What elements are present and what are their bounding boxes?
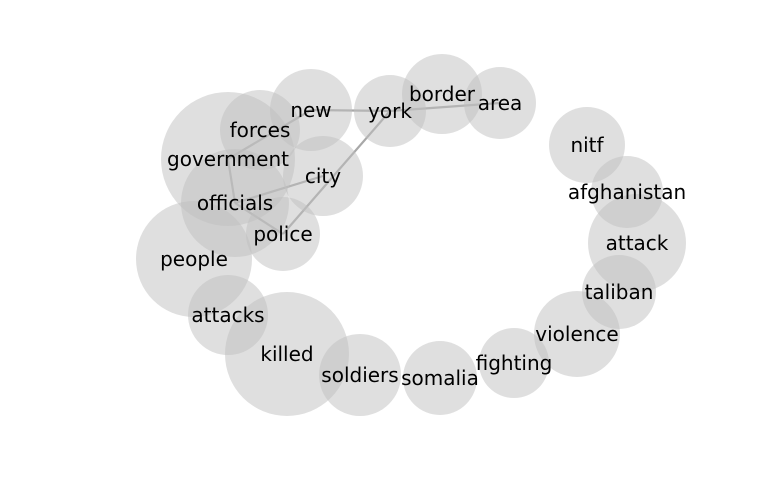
node-circle-attacks — [188, 275, 268, 355]
node-label-people: people — [160, 247, 228, 271]
node-label-york: york — [368, 99, 412, 123]
node-area — [464, 67, 536, 139]
node-new — [270, 69, 352, 151]
node-attacks — [188, 275, 268, 355]
node-violence — [534, 291, 620, 377]
labels-layer: government people killed attack officials for… — [160, 82, 686, 390]
node-label-police: police — [253, 222, 312, 246]
node-circle-soldiers — [319, 334, 401, 416]
node-label-border: border — [409, 82, 476, 106]
node-label-soldiers: soldiers — [321, 363, 398, 387]
node-circle-border — [402, 54, 482, 134]
node-label-nitf: nitf — [570, 133, 604, 157]
node-circle-new — [270, 69, 352, 151]
node-city — [283, 136, 363, 216]
node-circle-afghanistan — [591, 156, 663, 228]
node-circle-violence — [534, 291, 620, 377]
node-label-taliban: taliban — [585, 280, 654, 304]
node-circle-area — [464, 67, 536, 139]
node-fighting — [479, 328, 549, 398]
node-label-new: new — [290, 98, 331, 122]
node-label-killed: killed — [260, 342, 313, 366]
node-label-area: area — [478, 91, 523, 115]
node-circle-police — [246, 197, 320, 271]
node-soldiers — [319, 334, 401, 416]
node-label-government: government — [167, 147, 289, 171]
node-somalia — [403, 341, 477, 415]
node-label-officials: officials — [197, 191, 273, 215]
node-circle-city — [283, 136, 363, 216]
node-label-forces: forces — [230, 118, 291, 142]
node-label-attacks: attacks — [191, 303, 264, 327]
node-circle-somalia — [403, 341, 477, 415]
node-label-afghanistan: afghanistan — [568, 180, 686, 204]
node-police — [246, 197, 320, 271]
node-label-city: city — [305, 164, 341, 188]
node-label-attack: attack — [606, 231, 669, 255]
node-circle-fighting — [479, 328, 549, 398]
node-afghanistan — [591, 156, 663, 228]
node-border — [402, 54, 482, 134]
node-label-somalia: somalia — [401, 366, 479, 390]
node-label-violence: violence — [535, 322, 618, 346]
nodes-layer — [136, 54, 686, 416]
node-label-fighting: fighting — [476, 351, 553, 375]
